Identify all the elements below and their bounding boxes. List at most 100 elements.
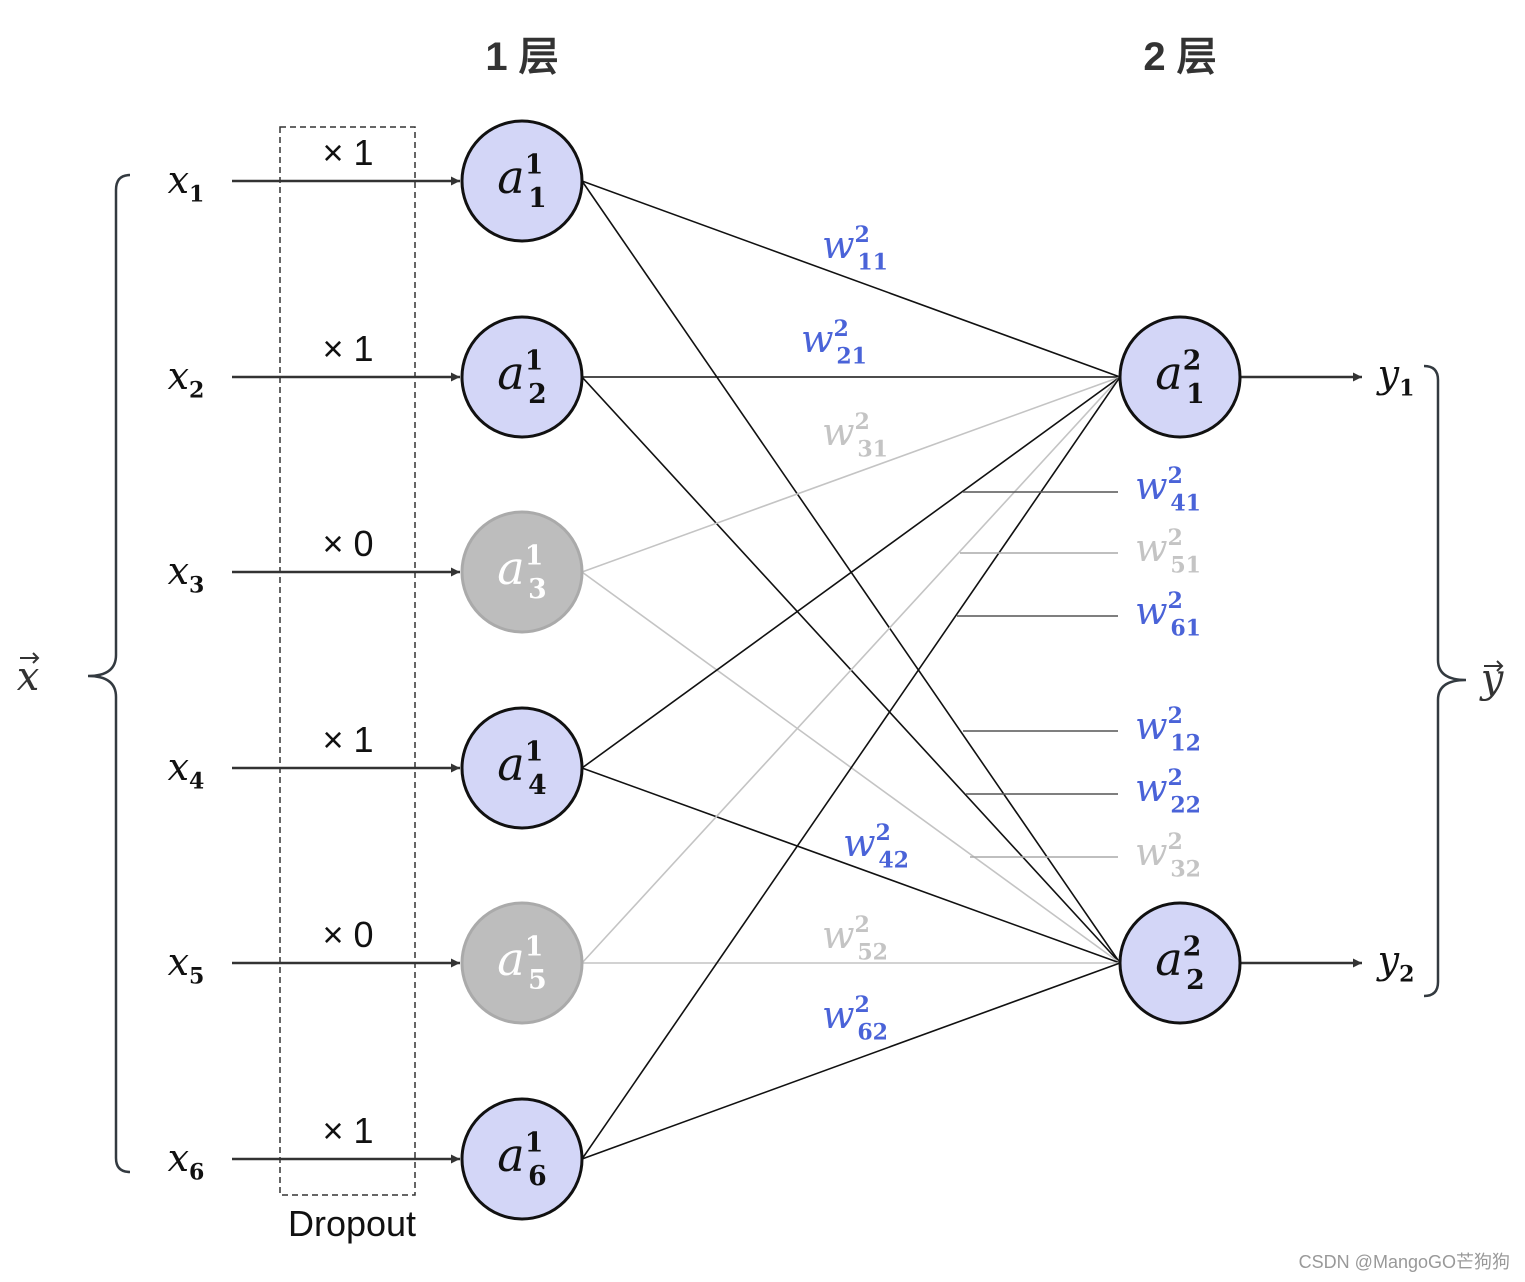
- weight-label-22-base: w: [1135, 766, 1168, 810]
- weight-label-21-sup: 2: [834, 316, 849, 342]
- dropout-multiplier-4: × 1: [322, 719, 373, 760]
- weight-label-42-base: w: [843, 821, 876, 865]
- weight-label-12-sup: 2: [1168, 703, 1183, 729]
- weight-label-22-sub: 22: [1170, 792, 1201, 818]
- watermark: CSDN @MangoGO芒狗狗: [1299, 1252, 1510, 1272]
- output-label-1-base: y: [1376, 352, 1400, 396]
- input-arrows: [232, 176, 460, 1164]
- layer-1-heading: 1 层: [485, 35, 558, 79]
- node-circle: [460, 901, 584, 1025]
- weight-label-32-base: w: [1135, 830, 1168, 874]
- input-label-2: x2: [168, 354, 205, 403]
- weight-label-32-sup: 2: [1168, 829, 1183, 855]
- weight-label-42-sub: 42: [878, 847, 909, 873]
- weight-label-51-sup: 2: [1168, 525, 1183, 551]
- dropout-label: Dropout: [288, 1203, 416, 1244]
- hidden-node-label-5-sup: 1: [525, 932, 544, 963]
- vector-arrow-icon: [20, 652, 40, 664]
- weight-label-21-base: w: [801, 317, 834, 361]
- node-circle: [460, 706, 584, 830]
- weight-label-61-base: w: [1135, 589, 1168, 633]
- weight-label-52-base: w: [822, 913, 855, 957]
- node-circle: [460, 510, 584, 634]
- edge-h6-o1: [581, 376, 1121, 1160]
- hidden-node-label-1-sub: 1: [528, 183, 547, 214]
- hidden-node-label-4-base: a: [497, 737, 524, 791]
- weight-label-52-sup: 2: [855, 912, 870, 938]
- weight-label-41-sup: 2: [1168, 463, 1183, 489]
- input-label-2-sub: 2: [189, 377, 204, 403]
- edge-h4-o2: [581, 767, 1121, 964]
- dropout-multiplier-5: × 0: [322, 914, 373, 955]
- hidden-node-label-3-sup: 1: [525, 541, 544, 572]
- weight-label-62-sub: 62: [857, 1019, 888, 1045]
- node-circle: [460, 315, 584, 439]
- weight-label-51-base: w: [1135, 526, 1168, 570]
- dropout-multiplier-6: × 1: [322, 1110, 373, 1151]
- output-label-2: y2: [1376, 938, 1415, 987]
- input-vector-label: x: [17, 652, 40, 700]
- node-circle: [1118, 901, 1242, 1025]
- svg-text:x: x: [17, 654, 40, 700]
- output-label-1-sub: 1: [1399, 375, 1414, 401]
- output-node-label-2-sup: 2: [1183, 932, 1202, 963]
- edge-h6-o2: [581, 962, 1121, 1160]
- dropout-multiplier-2: × 1: [322, 328, 373, 369]
- output-node-label-1-sup: 2: [1183, 346, 1202, 377]
- edge-h5-o1: [581, 376, 1121, 964]
- weight-label-22-sup: 2: [1168, 765, 1183, 791]
- edge-h4-o1: [581, 376, 1121, 769]
- output-node-label-1-base: a: [1155, 346, 1182, 400]
- weight-label-51-sub: 51: [1170, 552, 1201, 578]
- weight-label-41-base: w: [1135, 464, 1168, 508]
- input-label-4: x4: [168, 745, 205, 794]
- dropout-multipliers: × 1× 1× 0× 1× 0× 1: [322, 132, 373, 1151]
- weight-label-31-sub: 31: [857, 436, 888, 462]
- hidden-node-label-1-base: a: [497, 150, 524, 204]
- layer-2-heading: 2 层: [1143, 35, 1216, 79]
- weight-label-11-sup: 2: [855, 222, 870, 248]
- output-node-label-2-sub: 2: [1186, 965, 1205, 996]
- hidden-node-label-1-sup: 1: [525, 150, 544, 181]
- edge-h3-o1: [581, 376, 1121, 573]
- weight-label-62-base: w: [822, 993, 855, 1037]
- input-label-2-base: x: [168, 354, 189, 398]
- hidden-node-label-3-base: a: [497, 541, 524, 595]
- weight-label-11-sub: 11: [857, 249, 888, 275]
- output-labels: y1 y2: [1376, 352, 1415, 987]
- hidden-node-label-5-sub: 5: [528, 965, 547, 996]
- output-node-label-1-sub: 1: [1186, 379, 1205, 410]
- weight-label-61-sup: 2: [1168, 588, 1183, 614]
- input-label-5: x5: [168, 940, 205, 989]
- hidden-node-label-2-sup: 1: [525, 346, 544, 377]
- weight-label-32-sub: 32: [1170, 856, 1201, 882]
- output-vector-brace: [1423, 364, 1467, 998]
- output-node-label-2-base: a: [1155, 932, 1182, 986]
- weight-label-61-sub: 61: [1170, 615, 1201, 641]
- weight-label-52-sub: 52: [857, 939, 888, 965]
- weight-label-41-sub: 41: [1170, 490, 1201, 516]
- hidden-node-label-4-sup: 1: [525, 737, 544, 768]
- hidden-node-label-2-base: a: [497, 346, 524, 400]
- output-vector-label: y: [1479, 656, 1505, 702]
